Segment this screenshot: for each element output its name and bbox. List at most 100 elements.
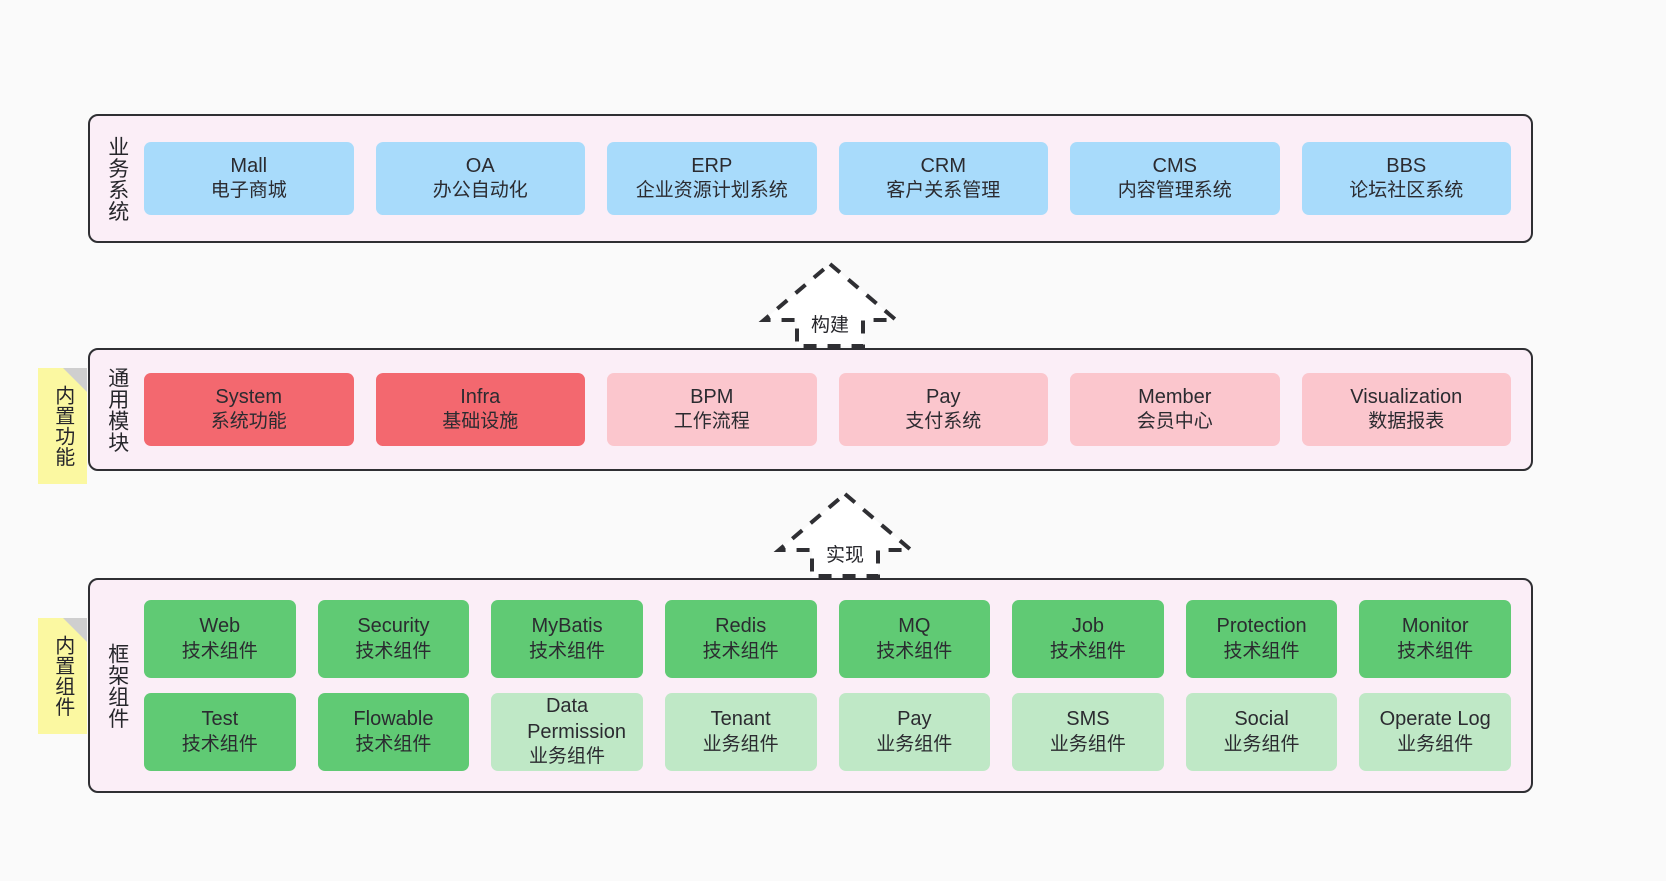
card-subtitle: 业务组件 bbox=[1049, 733, 1126, 755]
layer-business-label: 业务系统 bbox=[105, 135, 129, 222]
card-title: Pay bbox=[897, 708, 932, 731]
card-subtitle: 业务组件 bbox=[1397, 733, 1474, 755]
card-subtitle: 技术组件 bbox=[1223, 640, 1300, 662]
layer-framework-components: 框架组件 Web 技术组件 Security 技术组件 MyBatis 技术组件… bbox=[88, 578, 1533, 793]
framework-card-protection[interactable]: Protection 技术组件 bbox=[1185, 600, 1338, 678]
card-subtitle: 支付系统 bbox=[905, 411, 982, 433]
card-subtitle: 业务组件 bbox=[702, 733, 779, 755]
framework-card-sms[interactable]: SMS 业务组件 bbox=[1012, 693, 1164, 771]
card-title: CMS bbox=[1152, 154, 1197, 177]
card-subtitle: 基础设施 bbox=[442, 411, 519, 433]
layer-modules-label: 通用模块 bbox=[105, 366, 129, 453]
card-title: Data Permission bbox=[527, 695, 626, 743]
framework-card-pay[interactable]: Pay 业务组件 bbox=[838, 693, 991, 771]
business-row: Mall 电子商城 OA 办公自动化 ERP 企业资源计划系统 CRM 客户关系… bbox=[144, 142, 1511, 215]
card-subtitle: 数据报表 bbox=[1368, 411, 1445, 433]
business-card-oa[interactable]: OA 办公自动化 bbox=[375, 142, 585, 215]
card-title: Protection bbox=[1216, 615, 1307, 638]
card-subtitle: 技术组件 bbox=[355, 640, 432, 662]
card-title: Monitor bbox=[1401, 615, 1469, 638]
framework-card-operate-log[interactable]: Operate Log 业务组件 bbox=[1359, 693, 1511, 771]
framework-card-flowable[interactable]: Flowable 技术组件 bbox=[317, 693, 470, 771]
card-title: CRM bbox=[920, 154, 967, 177]
card-subtitle: 工作流程 bbox=[673, 411, 750, 433]
card-subtitle: 业务组件 bbox=[1223, 733, 1300, 755]
arrow-implement-label: 实现 bbox=[825, 545, 865, 566]
card-subtitle: 技术组件 bbox=[1049, 640, 1126, 662]
card-title: MQ bbox=[898, 615, 931, 638]
framework-card-job[interactable]: Job 技术组件 bbox=[1012, 600, 1164, 678]
arrow-implement: 实现 bbox=[770, 488, 920, 580]
card-title: Operate Log bbox=[1379, 708, 1491, 731]
framework-card-web[interactable]: Web 技术组件 bbox=[144, 600, 296, 678]
card-title: BPM bbox=[690, 385, 734, 408]
card-subtitle: 内容管理系统 bbox=[1117, 180, 1232, 202]
card-subtitle: 办公自动化 bbox=[432, 180, 528, 202]
module-card-system[interactable]: System 系统功能 bbox=[144, 373, 354, 446]
framework-card-mybatis[interactable]: MyBatis 技术组件 bbox=[491, 600, 643, 678]
card-title: Visualization bbox=[1350, 385, 1463, 408]
card-subtitle: 技术组件 bbox=[181, 733, 258, 755]
framework-card-data-permission[interactable]: Data Permission 业务组件 bbox=[491, 693, 643, 771]
card-subtitle: 客户关系管理 bbox=[886, 180, 1001, 202]
framework-card-security[interactable]: Security 技术组件 bbox=[317, 600, 470, 678]
note-builtin-features: 内置功能 bbox=[38, 368, 87, 484]
card-title: ERP bbox=[691, 154, 733, 177]
note-text: 内置功能 bbox=[51, 385, 74, 467]
note-fold-icon bbox=[63, 368, 87, 392]
framework-card-mq[interactable]: MQ 技术组件 bbox=[838, 600, 991, 678]
note-fold-icon bbox=[63, 618, 87, 642]
card-title: Tenant bbox=[710, 708, 771, 731]
layer-framework-body: Web 技术组件 Security 技术组件 MyBatis 技术组件 Redi… bbox=[144, 580, 1531, 791]
card-title: OA bbox=[465, 154, 495, 177]
arrow-build: 构建 bbox=[755, 258, 905, 350]
layer-framework-label: 框架组件 bbox=[105, 642, 129, 729]
module-card-bpm[interactable]: BPM 工作流程 bbox=[607, 373, 817, 446]
framework-card-test[interactable]: Test 技术组件 bbox=[144, 693, 296, 771]
card-subtitle: 技术组件 bbox=[355, 733, 432, 755]
business-card-mall[interactable]: Mall 电子商城 bbox=[144, 142, 354, 215]
card-subtitle: 系统功能 bbox=[210, 411, 287, 433]
modules-row: System 系统功能 Infra 基础设施 BPM 工作流程 Pay 支付系统… bbox=[144, 373, 1511, 446]
card-title: Mall bbox=[230, 154, 268, 177]
card-title: Infra bbox=[460, 385, 501, 408]
framework-card-redis[interactable]: Redis 技术组件 bbox=[664, 600, 817, 678]
framework-business-row: Test 技术组件 Flowable 技术组件 Data Permission … bbox=[144, 693, 1511, 771]
card-subtitle: 业务组件 bbox=[529, 746, 606, 768]
module-card-infra[interactable]: Infra 基础设施 bbox=[375, 373, 585, 446]
card-subtitle: 会员中心 bbox=[1136, 411, 1213, 433]
module-card-pay[interactable]: Pay 支付系统 bbox=[838, 373, 1048, 446]
framework-card-tenant[interactable]: Tenant 业务组件 bbox=[664, 693, 817, 771]
card-title: Redis bbox=[715, 615, 767, 638]
card-title: Web bbox=[199, 615, 241, 638]
layer-business-systems: 业务系统 Mall 电子商城 OA 办公自动化 ERP 企业资源计划系统 CRM bbox=[88, 114, 1533, 243]
card-subtitle: 技术组件 bbox=[181, 640, 258, 662]
framework-tech-row: Web 技术组件 Security 技术组件 MyBatis 技术组件 Redi… bbox=[144, 600, 1511, 678]
card-subtitle: 技术组件 bbox=[529, 640, 606, 662]
card-subtitle: 论坛社区系统 bbox=[1349, 180, 1464, 202]
card-title: MyBatis bbox=[531, 615, 603, 638]
card-subtitle: 企业资源计划系统 bbox=[635, 180, 788, 202]
arrow-build-label: 构建 bbox=[810, 315, 850, 336]
card-title: Job bbox=[1071, 615, 1105, 638]
module-card-member[interactable]: Member 会员中心 bbox=[1070, 373, 1280, 446]
layer-modules-body: System 系统功能 Infra 基础设施 BPM 工作流程 Pay 支付系统… bbox=[144, 350, 1531, 469]
card-subtitle: 技术组件 bbox=[702, 640, 779, 662]
business-card-cms[interactable]: CMS 内容管理系统 bbox=[1070, 142, 1280, 215]
card-title: Flowable bbox=[353, 708, 434, 731]
module-card-visualization[interactable]: Visualization 数据报表 bbox=[1301, 373, 1511, 446]
framework-card-monitor[interactable]: Monitor 技术组件 bbox=[1359, 600, 1511, 678]
card-title: Social bbox=[1234, 708, 1289, 731]
card-title: Test bbox=[201, 708, 239, 731]
card-subtitle: 技术组件 bbox=[876, 640, 953, 662]
framework-card-social[interactable]: Social 业务组件 bbox=[1185, 693, 1338, 771]
card-title: System bbox=[215, 385, 283, 408]
business-card-bbs[interactable]: BBS 论坛社区系统 bbox=[1301, 142, 1511, 215]
card-subtitle: 业务组件 bbox=[876, 733, 953, 755]
note-builtin-components: 内置组件 bbox=[38, 618, 87, 734]
note-text: 内置组件 bbox=[51, 635, 74, 717]
business-card-crm[interactable]: CRM 客户关系管理 bbox=[838, 142, 1048, 215]
card-title: SMS bbox=[1066, 708, 1110, 731]
business-card-erp[interactable]: ERP 企业资源计划系统 bbox=[607, 142, 817, 215]
